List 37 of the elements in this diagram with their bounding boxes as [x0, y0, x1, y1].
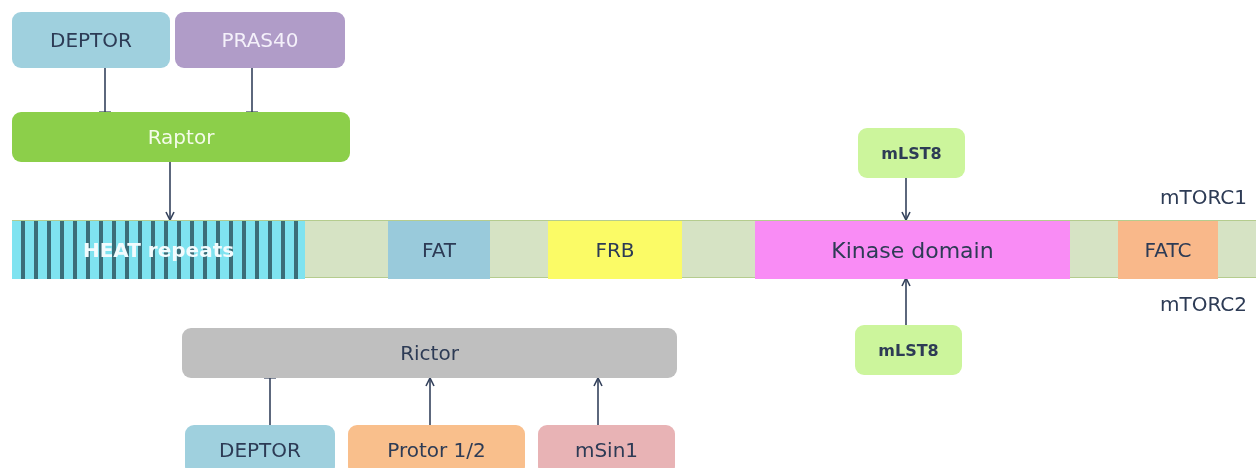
protein-domain-bar [12, 220, 1256, 278]
protein-name: FRB [595, 238, 635, 262]
domain-segment [755, 221, 1070, 279]
protein-name: FAT [422, 238, 456, 262]
protein-name: Protor 1/2 [387, 438, 486, 462]
protein-name: mSin1 [574, 438, 639, 462]
protein-box [855, 325, 962, 375]
domain-segment [548, 221, 682, 279]
inhibition-line [245, 67, 259, 113]
protein-box [12, 112, 350, 162]
arrow [165, 161, 175, 221]
complex-label: mTORC2 [1160, 292, 1248, 316]
protein-box [858, 128, 965, 178]
protein-name: PRAS40 [221, 28, 299, 52]
complex-label: mTORC1 [1160, 185, 1248, 209]
inhibition-line [98, 67, 112, 113]
arrow [901, 177, 911, 221]
protein-box [182, 328, 677, 378]
arrow [425, 377, 435, 426]
arrow [593, 377, 603, 426]
protein-name: DEPTOR [219, 438, 301, 462]
protein-box [185, 425, 335, 468]
protein-name: mLST8 [881, 143, 942, 163]
protein-name: Kinase domain [831, 237, 994, 263]
domain-segment [388, 221, 490, 279]
protein-box [348, 425, 525, 468]
protein-box [175, 12, 345, 68]
protein-box [538, 425, 675, 468]
protein-name: mLST8 [878, 340, 939, 360]
domain-segment [1118, 221, 1218, 279]
protein-box [12, 12, 170, 68]
inhibition-line [263, 377, 277, 426]
protein-name: FATC [1144, 238, 1192, 262]
protein-name: DEPTOR [50, 28, 132, 52]
arrow [901, 277, 911, 326]
protein-name: Rictor [400, 341, 459, 365]
protein-name: Raptor [147, 125, 215, 149]
